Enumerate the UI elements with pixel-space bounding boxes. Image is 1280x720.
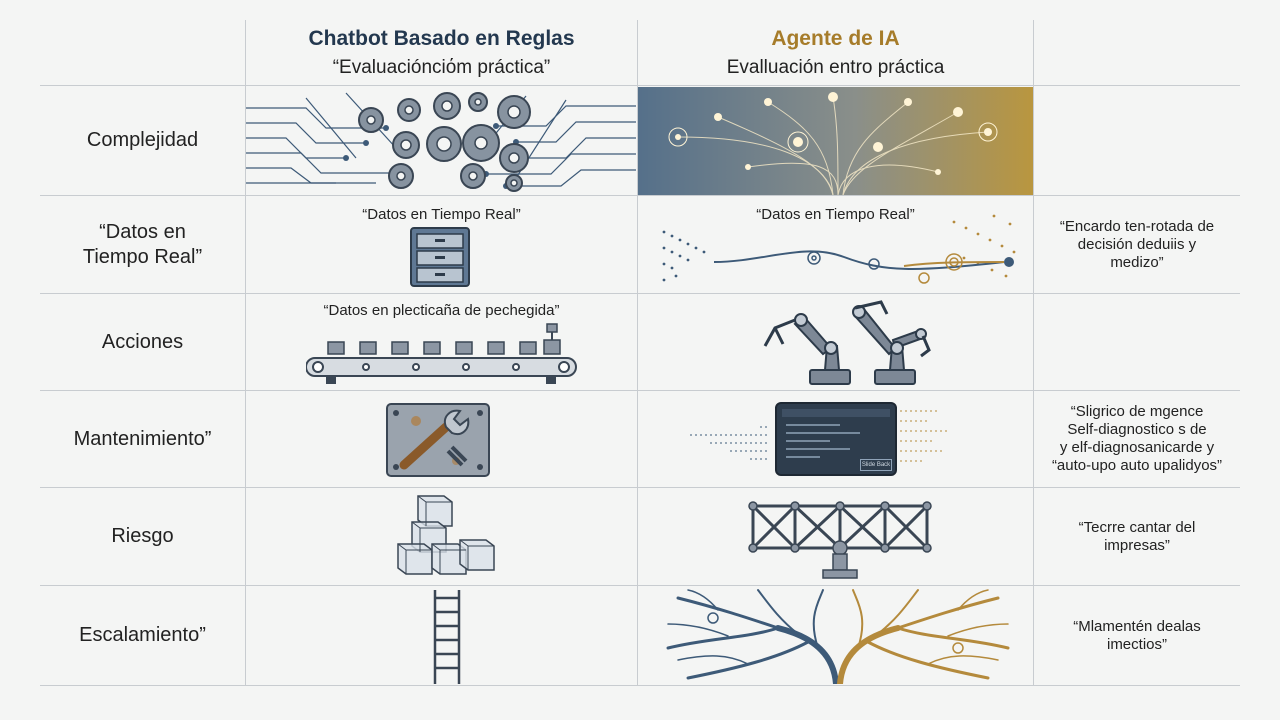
neural-tree-illustration (638, 87, 1033, 195)
column-divider (245, 20, 246, 686)
row-divider (40, 85, 1240, 86)
row-label-datos: “Datos en Tiempo Real” (82, 220, 203, 268)
row-divider (40, 390, 1240, 391)
self-diagnostic-terminal: Slide Back (690, 397, 980, 483)
row-label-complejidad: Complejidad (86, 129, 199, 151)
column-divider (637, 20, 638, 686)
row-label-escalamiento: Escalamiento” (79, 624, 206, 646)
filing-cabinet-icon (409, 226, 471, 288)
note-escalamiento: “Mlamentén dealas imectios” (1073, 617, 1201, 653)
header-col-b: Agente de IA Evalluación entro práctica (638, 20, 1033, 85)
truss-bridge-illustration (745, 496, 935, 582)
row-divider (40, 195, 1240, 196)
column-divider (1033, 20, 1034, 686)
caption-rules-acciones: “Datos en plecticaña de pechegida” (323, 301, 560, 319)
col-a-title: Chatbot Basado en Reglas (308, 26, 575, 50)
stacked-cubes-illustration (396, 494, 506, 580)
note-datos: “Encardo ten-rotada de decisión deduiis … (1059, 217, 1215, 271)
row-label-acciones: Acciones (101, 330, 184, 353)
note-mantenimiento: “Sligrico de mgence Self-diagnostico s d… (1051, 403, 1223, 474)
branching-tree-illustration (658, 588, 1018, 684)
caption-ai-datos: “Datos en Tiempo Real” (756, 205, 915, 223)
row-label-riesgo: Riesgo (111, 525, 174, 547)
conveyor-belt-illustration (306, 318, 582, 386)
wrench-plate-icon (386, 403, 490, 477)
row-divider (40, 487, 1240, 488)
note-riesgo: “Tecrre cantar del impresas” (1078, 518, 1196, 554)
col-a-subtitle: “Evaluaciónciόm práctica” (332, 56, 551, 78)
row-divider (40, 685, 1240, 686)
robot-arms-illustration (745, 298, 935, 388)
col-b-title: Agente de IA (771, 26, 900, 50)
col-b-subtitle: Evalluación entro práctica (726, 56, 945, 78)
row-label-mantenimiento: Mantenimiento” (73, 427, 212, 450)
row-divider (40, 293, 1240, 294)
header-col-a: Chatbot Basado en Reglas “Evaluaciónciόm… (246, 20, 637, 85)
caption-rules-datos: “Datos en Tiempo Real” (362, 205, 521, 223)
comparison-table: Chatbot Basado en Reglas “Evaluaciónciόm… (40, 20, 1240, 686)
terminal-button[interactable]: Slide Back (860, 459, 892, 471)
ladder-icon (429, 588, 465, 684)
gears-circuit-illustration (246, 88, 636, 194)
data-stream-illustration (654, 202, 1024, 290)
row-divider (40, 585, 1240, 586)
